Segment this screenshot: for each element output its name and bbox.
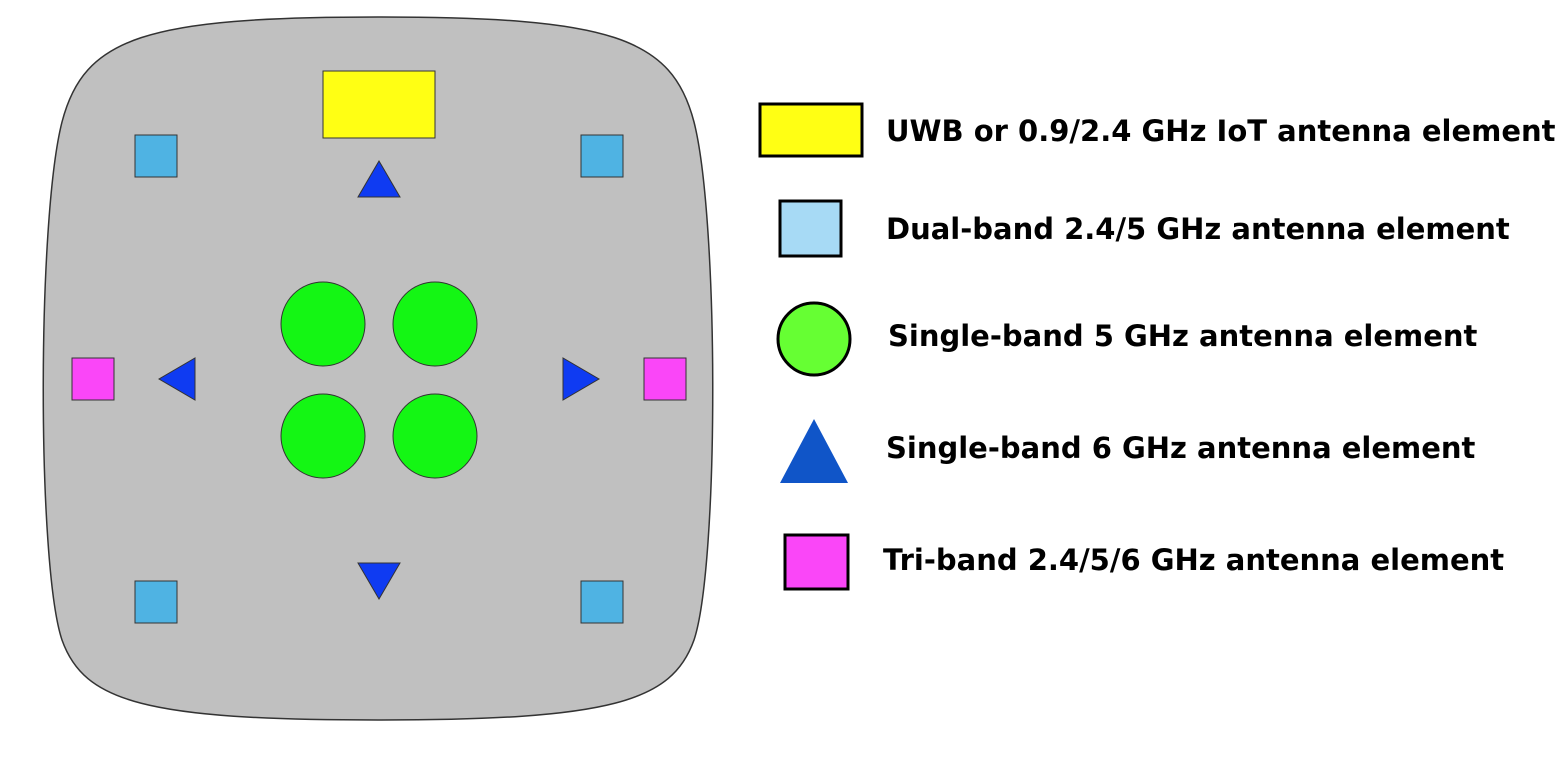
single-5ghz-antenna-bottom-left	[280, 393, 366, 479]
legend-single-6ghz-label: Single-band 6 GHz antenna element	[886, 431, 1476, 465]
single-5ghz-antenna-bottom-right	[392, 393, 478, 479]
dual-band-antenna-top-left	[134, 134, 178, 178]
legend-single-5ghz-circle-icon	[776, 301, 852, 377]
legend: UWB or 0.9/2.4 GHz IoT antenna element D…	[758, 102, 1556, 591]
single-5ghz-antenna-top-right	[392, 281, 478, 367]
board-outline	[42, 16, 714, 721]
legend-iot-label: UWB or 0.9/2.4 GHz IoT antenna element	[886, 114, 1556, 148]
dual-band-antenna-top-right	[580, 134, 624, 178]
tri-band-antenna-right	[643, 357, 687, 401]
single-6ghz-antenna-left	[158, 357, 196, 401]
legend-dual-band-square-icon	[778, 199, 843, 258]
legend-tri-band-square-icon	[783, 533, 850, 591]
legend-iot-rectangle-icon	[758, 102, 864, 158]
legend-single-5ghz-label: Single-band 5 GHz antenna element	[888, 319, 1478, 353]
legend-single-6ghz-triangle-icon	[780, 419, 848, 483]
dual-band-antenna-bottom-left	[134, 580, 178, 624]
legend-dual-band-label: Dual-band 2.4/5 GHz antenna element	[886, 212, 1510, 246]
single-6ghz-antenna-top	[357, 160, 401, 198]
legend-tri-band-label: Tri-band 2.4/5/6 GHz antenna element	[883, 543, 1504, 577]
iot-antenna-element	[322, 70, 436, 139]
dual-band-antenna-bottom-right	[580, 580, 624, 624]
tri-band-antenna-left	[71, 357, 115, 401]
single-6ghz-antenna-right	[562, 357, 600, 401]
single-5ghz-antenna-top-left	[280, 281, 366, 367]
single-6ghz-antenna-bottom	[357, 562, 401, 600]
